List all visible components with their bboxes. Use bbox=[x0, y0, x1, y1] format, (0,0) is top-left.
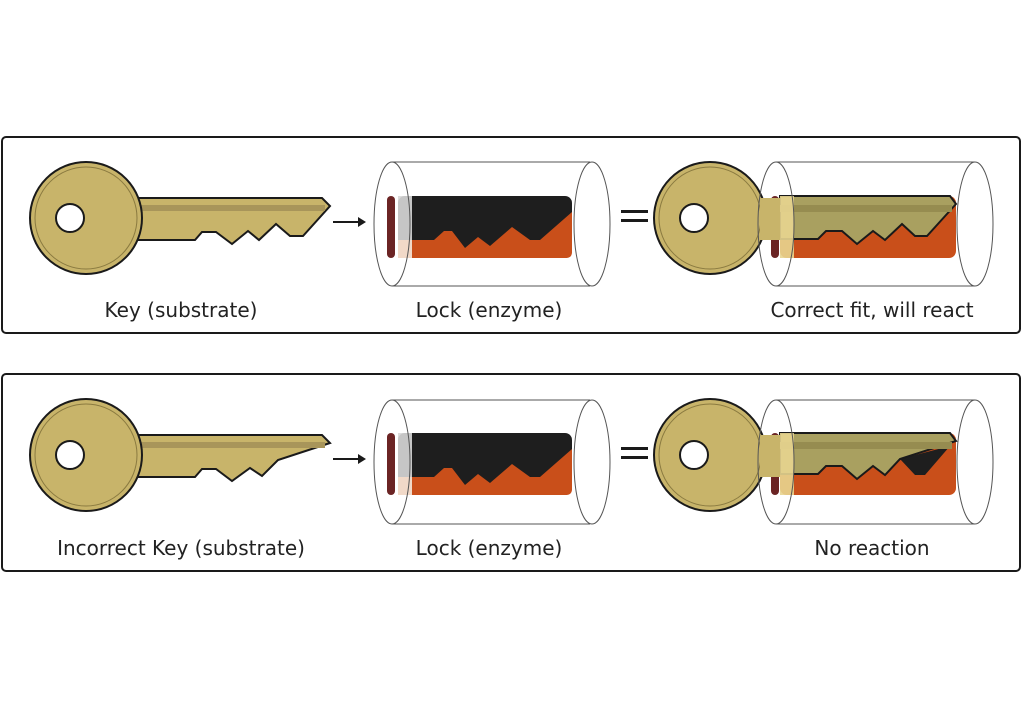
lock-incorrect bbox=[373, 399, 611, 525]
key-label: Key (substrate) bbox=[104, 298, 258, 322]
key-in-lock-correct bbox=[653, 161, 994, 287]
arrow-icon bbox=[333, 454, 366, 464]
arrow-icon bbox=[333, 217, 366, 227]
key-in-lock-incorrect bbox=[653, 398, 994, 525]
equals-icon bbox=[621, 447, 648, 459]
key-incorrect bbox=[29, 398, 332, 512]
result-label: No reaction bbox=[814, 536, 930, 560]
lock-label: Lock (enzyme) bbox=[415, 298, 563, 322]
key-correct bbox=[29, 161, 332, 275]
lock-correct bbox=[373, 161, 611, 287]
lock-label: Lock (enzyme) bbox=[415, 536, 563, 560]
key-label: Incorrect Key (substrate) bbox=[57, 536, 305, 560]
result-label: Correct fit, will react bbox=[770, 298, 974, 322]
equals-icon bbox=[621, 210, 648, 222]
